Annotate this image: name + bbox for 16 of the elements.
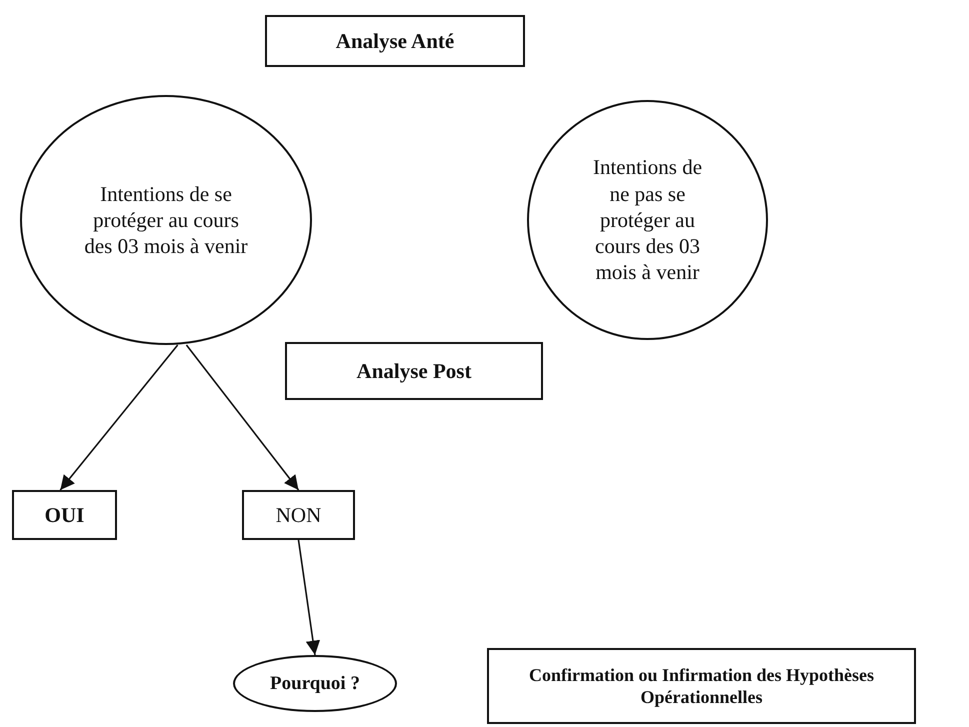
node-text: Intentions de ne pas se protéger au cours des 03 mois à venir — [592, 154, 704, 286]
node-text: OUI — [44, 502, 84, 528]
box-node — [12, 490, 117, 540]
arrow — [186, 344, 300, 490]
arrow — [298, 540, 320, 656]
node-text: Pourquoi ? — [270, 672, 360, 696]
node-text: NON — [276, 502, 322, 528]
arrow — [60, 344, 178, 490]
node-text: Analyse Anté — [336, 28, 454, 54]
box-node — [265, 15, 525, 67]
box-node — [487, 648, 916, 724]
box-node — [242, 490, 355, 540]
node-text: Analyse Post — [356, 358, 472, 384]
box-node — [285, 342, 543, 400]
node-text: Intentions de se protéger au cours des 03 mois à venir — [83, 180, 249, 260]
node-text: Confirmation ou Infirmation des Hypothèses Opérationnelles — [528, 664, 875, 708]
